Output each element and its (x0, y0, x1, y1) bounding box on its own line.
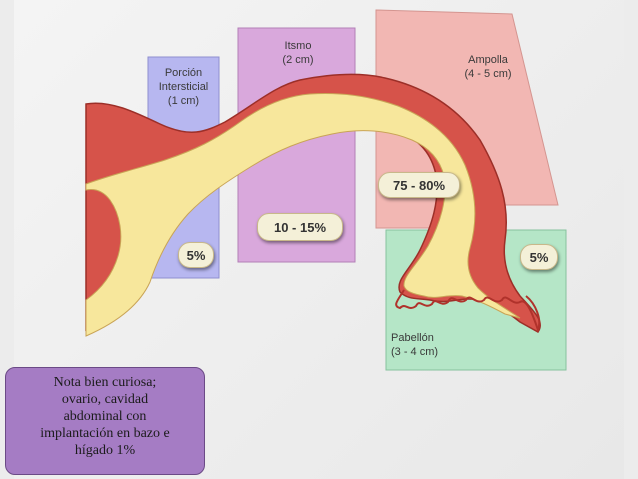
label-ampolla-size: (4 - 5 cm) (464, 68, 512, 80)
note-box: Nota bien curiosa; ovario, cavidad abdom… (5, 367, 205, 475)
label-ampolla-name: Ampolla (468, 54, 508, 66)
label-pabellon: Pabellón (3 - 4 cm) (391, 331, 461, 359)
tube-inner-lumen (85, 93, 521, 337)
note-line5: hígado 1% (74, 443, 136, 458)
pct-pabellon-badge: 5% (520, 244, 558, 270)
pct-ampolla-badge: 75 - 80% (378, 172, 460, 198)
label-intersticial-line1: Porción (164, 67, 203, 79)
label-pabellon-size: (3 - 4 cm) (391, 346, 439, 358)
pct-intersticial-badge: 5% (178, 242, 214, 268)
label-intersticial-line2: Intersticial (158, 81, 209, 93)
note-line2: ovario, cavidad (61, 392, 149, 407)
note-line3: abdominal con (63, 409, 147, 424)
label-pabellon-name: Pabellón (391, 332, 434, 344)
note-line4: implantación en bazo e (40, 426, 170, 441)
label-itsmo-name: Itsmo (284, 40, 312, 52)
pct-itsmo-badge: 10 - 15% (257, 213, 343, 241)
label-itsmo: Itsmo (2 cm) (258, 39, 338, 67)
fimbriae (395, 289, 541, 333)
note-line1: Nota bien curiosa; (53, 375, 157, 390)
label-intersticial-size: (1 cm) (167, 95, 200, 107)
label-intersticial: Porción Intersticial (1 cm) (148, 66, 219, 108)
label-ampolla: Ampolla (4 - 5 cm) (448, 53, 528, 81)
label-itsmo-size: (2 cm) (282, 54, 314, 66)
